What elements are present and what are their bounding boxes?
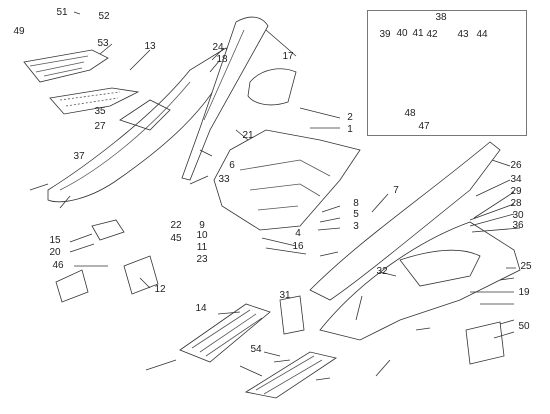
part-54-shape (244, 351, 337, 399)
callout-31: 31 (279, 290, 291, 301)
part-26-shape (309, 141, 501, 301)
callout-45: 45 (170, 233, 182, 244)
part-12-shape (179, 303, 271, 363)
callout-6: 6 (229, 160, 235, 171)
callout-33: 33 (218, 174, 230, 185)
callout-23: 23 (196, 254, 208, 265)
callout-9: 9 (199, 220, 205, 231)
part-13-shape (49, 87, 140, 115)
detail-inset-box (367, 10, 527, 136)
callout-37: 37 (73, 151, 85, 162)
callout-40: 40 (396, 28, 408, 39)
callout-19: 19 (518, 287, 530, 298)
callout-50: 50 (518, 321, 530, 332)
callout-1: 1 (347, 124, 353, 135)
callout-46: 46 (52, 260, 64, 271)
callout-16: 16 (292, 241, 304, 252)
callout-29: 29 (510, 186, 522, 197)
callout-35: 35 (94, 106, 106, 117)
part-16-shape (91, 219, 125, 241)
callout-12: 12 (154, 284, 166, 295)
callout-28: 28 (510, 198, 522, 209)
part-45-shape (55, 269, 89, 303)
left-side-panel-shape (47, 47, 231, 203)
callout-53: 53 (97, 38, 109, 49)
callout-4: 4 (295, 228, 301, 239)
callout-47: 47 (418, 121, 430, 132)
callout-15: 15 (49, 235, 61, 246)
callout-51: 51 (56, 7, 68, 18)
callout-18: 18 (216, 54, 228, 65)
callout-24: 24 (212, 42, 224, 53)
callout-17: 17 (282, 51, 294, 62)
center-tunnel-shape (213, 129, 361, 231)
callout-36: 36 (512, 220, 524, 231)
callout-52: 52 (98, 11, 110, 22)
callout-49: 49 (13, 26, 25, 37)
callout-3: 3 (353, 221, 359, 232)
callout-13: 13 (144, 41, 156, 52)
callout-43: 43 (457, 29, 469, 40)
callout-2: 2 (347, 112, 353, 123)
part-2-shape (247, 68, 297, 106)
callout-20: 20 (49, 247, 61, 258)
callout-22: 22 (170, 220, 182, 231)
callout-30: 30 (512, 210, 524, 221)
callout-10: 10 (196, 230, 208, 241)
callout-25: 25 (520, 261, 532, 272)
callout-54: 54 (250, 344, 262, 355)
part-17-shape (181, 16, 269, 181)
callout-11: 11 (196, 242, 208, 253)
part-14-shape (279, 295, 305, 335)
part-46-shape (123, 255, 159, 295)
part-35-shape (465, 321, 505, 365)
callout-44: 44 (476, 29, 488, 40)
callout-39: 39 (379, 29, 391, 40)
callout-26: 26 (510, 160, 522, 171)
callout-42: 42 (426, 29, 438, 40)
callout-21: 21 (242, 130, 254, 141)
callout-5: 5 (353, 209, 359, 220)
callout-32: 32 (376, 266, 388, 277)
callout-38: 38 (435, 12, 447, 23)
callout-48: 48 (404, 108, 416, 119)
callout-27: 27 (94, 121, 106, 132)
callout-14: 14 (195, 303, 207, 314)
callout-7: 7 (393, 185, 399, 196)
callout-41: 41 (412, 28, 424, 39)
callout-34: 34 (510, 174, 522, 185)
callout-8: 8 (353, 198, 359, 209)
